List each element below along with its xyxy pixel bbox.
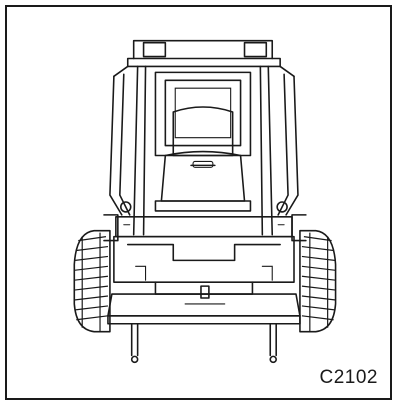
figure-code: C2102 (319, 367, 378, 388)
cab-frame (126, 39, 281, 236)
fenders (103, 214, 307, 242)
figure-frame: C2102 (5, 5, 392, 400)
attachment-plate (107, 293, 301, 364)
rear-body (113, 216, 295, 299)
right-tire (299, 229, 337, 333)
operator-seat (154, 106, 252, 212)
skid-steer-loader-rear-view-icon (73, 39, 337, 364)
lift-arms (109, 65, 299, 216)
left-tire (73, 229, 111, 333)
